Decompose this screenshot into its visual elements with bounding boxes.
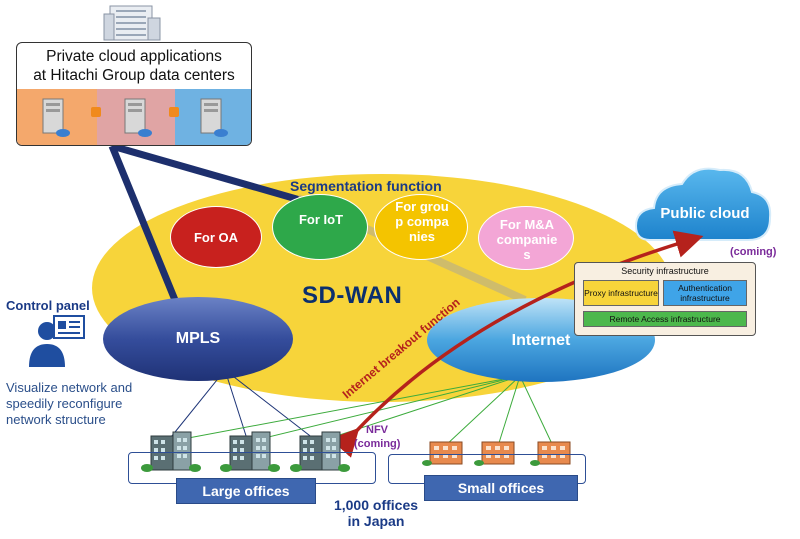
sdwan-label: SD-WAN xyxy=(302,282,403,309)
offices-total: 1,000 offices in Japan xyxy=(316,497,436,529)
internet-label: Internet xyxy=(511,332,571,349)
proxy-infrastructure: Proxy infrastructure xyxy=(583,280,659,306)
user-icon xyxy=(29,322,65,367)
public-cloud-icon xyxy=(634,167,772,241)
server-icon xyxy=(200,98,228,137)
offices-total-line1: 1,000 offices xyxy=(333,497,419,513)
small-office-buildings xyxy=(422,441,571,466)
public-cloud-status: (coming) xyxy=(730,246,777,258)
server-icon xyxy=(42,98,70,137)
datacenter-title-line1: Private cloud applications xyxy=(46,48,222,65)
nfv-status: (coming) xyxy=(354,438,401,450)
large-offices-label: Large offices xyxy=(176,478,316,504)
segmentation-title: Segmentation function xyxy=(290,178,442,194)
public-cloud-label: Public cloud xyxy=(660,205,750,222)
security-title: Security infrastructure xyxy=(621,266,709,276)
datacenter-building-icon xyxy=(103,5,161,41)
server-icons xyxy=(42,98,228,137)
control-panel-description: Visualize network and speedily reconfigu… xyxy=(6,380,133,427)
offices-total-line2: in Japan xyxy=(347,513,405,529)
authentication-infrastructure: Authentication infrastructure xyxy=(663,280,747,306)
small-offices-label: Small offices xyxy=(424,475,578,501)
remote-access-infrastructure: Remote Access infrastructure xyxy=(583,311,747,327)
mpls-label: MPLS xyxy=(175,330,221,347)
bubble-label: For IoT xyxy=(298,212,344,227)
security-infrastructure-box: Security infrastructure Proxy infrastruc… xyxy=(574,262,756,336)
control-panel-title: Control panel xyxy=(6,298,90,313)
bubble-label: For M&A companies xyxy=(496,217,558,262)
breakout-arrow xyxy=(330,230,704,458)
nfv-label: NFV xyxy=(366,424,388,436)
bubble-for-ma-companies: For M&A companies xyxy=(478,206,574,270)
bubble-for-oa: For OA xyxy=(170,206,262,268)
datacenter-title: Private cloud applications at Hitachi Gr… xyxy=(17,47,251,85)
dashboard-icon xyxy=(53,315,85,339)
bubble-label: For OA xyxy=(193,230,239,245)
server-icon xyxy=(124,98,152,137)
datacenter-box: Private cloud applications at Hitachi Gr… xyxy=(16,42,252,146)
connector-icon xyxy=(91,107,101,117)
dc-to-mpls-link xyxy=(108,144,179,302)
bubble-label: For group companies xyxy=(395,199,449,244)
datacenter-title-line2: at Hitachi Group data centers xyxy=(33,67,235,84)
bubble-for-iot: For IoT xyxy=(272,194,368,260)
dc-to-sdwan-link xyxy=(111,142,301,204)
mpls-ellipse xyxy=(103,297,293,381)
bubble-for-group-companies: For group companies xyxy=(374,194,468,260)
connector-icon xyxy=(169,107,179,117)
large-office-buildings xyxy=(141,431,350,472)
